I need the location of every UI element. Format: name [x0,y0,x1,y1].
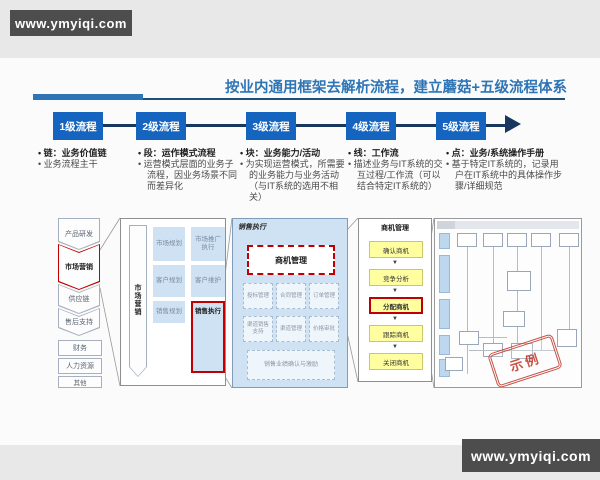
cell-customer-planning: 客户规划 [153,265,185,297]
opportunity-panel-title: 商机管理 [381,225,409,232]
level-1-heading: 链：业务价值链 [38,148,138,159]
level-2-detail: 运营模式层面的业务子流程，因业务场景不同而差异化 [138,159,240,192]
watermark-top: www.ymyiqi.com [10,10,132,36]
step-close-opportunity: 关闭商机 [369,353,423,370]
swimlane-line [467,247,468,374]
value-chain-label: 市场营销 [59,245,99,289]
level-1-description: 链：业务价值链 业务流程主干 [38,148,138,170]
down-arrow-icon: ▼ [392,288,398,294]
level-3-description: 块：业务能力/活动 为实现运营模式，所需要的业务能力与业务活动（与IT系统的选用… [240,148,348,203]
cell-customer-care: 客户维护 [191,265,225,297]
flow-arrowhead-icon [505,115,521,133]
swimlane-label [439,255,450,293]
sales-panel-title: 销售执行 [238,224,266,231]
box-channel-mgmt: 渠道管理 [276,316,306,342]
marketing-side-chevron: 市场营销 [129,225,147,377]
cell-sales-planning: 销售规划 [153,301,185,323]
cell-market-planning: 市场规划 [153,227,185,261]
box-channel-sales-support: 渠道销售支持 [243,316,273,342]
sales-execution-panel: 销售执行 商机管理 投标管理 合同管理 订单管理 渠道销售支持 渠道管理 价格审… [232,218,348,388]
marketing-side-label: 市场营销 [130,226,146,376]
level-3-box: 3级流程 [246,112,296,140]
swimlane-label [439,299,450,329]
step-confirm-opportunity: 确认商机 [369,241,423,258]
page-title: 按业内通用框架去解析流程，建立蘑菇+五级流程体系 [225,80,567,96]
mini-flow-box [503,311,525,327]
detail-flow-panel: 示例 [434,218,582,388]
down-arrow-icon: ▼ [392,344,398,350]
cell-market-promo: 市场推广执行 [191,227,225,261]
watermark-bottom: www.ymyiqi.com [462,439,600,472]
swimlane-line [517,247,518,343]
cell-sales-execution: 销售执行 [191,301,225,373]
value-chain-item-finance: 财务 [58,340,102,356]
level-2-box: 2级流程 [136,112,186,140]
swimlane-line [569,247,570,329]
role-header-box [457,233,477,247]
swimlane-label [439,335,450,355]
level-3-heading: 块：业务能力/活动 [240,148,348,159]
role-header-box [507,233,527,247]
level-4-box: 4级流程 [346,112,396,140]
slide: 按业内通用框架去解析流程，建立蘑菇+五级流程体系 1级流程 2级流程 3级流程 … [0,58,600,445]
down-arrow-icon: ▼ [392,260,398,266]
level-5-detail: 基于特定IT系统的，记录用户在IT系统中的具体操作步骤/详细规范 [446,159,564,192]
level-5-description: 点：业务/系统操作手册 基于特定IT系统的，记录用户在IT系统中的具体操作步骤/… [446,148,564,192]
value-chain-item-hr: 人力资源 [58,358,102,374]
level-1-box: 1级流程 [53,112,103,140]
mini-flow-box [459,331,479,345]
role-header-box [559,233,579,247]
swimlane-line [493,247,494,343]
level-4-heading: 线：工作流 [348,148,448,159]
level-4-description: 线：工作流 描述业务与IT系统的交互过程/工作流（可以结合特定IT系统的） [348,148,448,192]
title-accent-bar [33,94,143,100]
value-chain-item-aftersales: 售后支持 [58,308,100,336]
swimlane-label [439,233,450,249]
value-chain-item-other: 其他 [58,376,102,388]
mini-flow-line [469,350,555,351]
mini-flow-line [479,337,507,338]
role-header-box [531,233,551,247]
level-5-heading: 点：业务/系统操作手册 [446,148,564,159]
role-header-box [483,233,503,247]
marketing-panel: 市场营销 市场规划 市场推广执行 客户规划 客户维护 销售规划 销售执行 [120,218,226,386]
step-competitive-analysis: 竞争分析 [369,269,423,286]
title-underline [33,98,565,100]
box-sales-performance: 销售业绩确认与激励 [247,350,335,380]
mini-flow-box [507,271,531,291]
level-1-detail: 业务流程主干 [38,159,138,170]
swimlane-line [541,247,542,350]
swimlane-header-cell [437,221,455,229]
mini-flow-box [511,343,533,359]
swimlane-header-bar [437,221,579,229]
level-4-detail: 描述业务与IT系统的交互过程/工作流（可以结合特定IT系统的） [348,159,448,192]
level-5-box: 5级流程 [436,112,486,140]
level-3-detail: 为实现运营模式，所需要的业务能力与业务活动（与IT系统的选用不相关） [240,159,348,203]
mini-flow-box [445,357,463,371]
box-bid-mgmt: 投标管理 [243,283,273,309]
step-track-opportunity: 跟踪商机 [369,325,423,342]
box-contract-mgmt: 合同管理 [276,283,306,309]
sample-stamp: 示例 [487,333,563,387]
value-chain-label: 产品研发 [59,219,99,249]
value-chain-item-rnd: 产品研发 [58,218,100,250]
box-price-approval: 价格审批 [309,316,339,342]
level-2-heading: 段：运作模式流程 [138,148,240,159]
value-chain-item-marketing: 市场营销 [58,244,100,290]
down-arrow-icon: ▼ [392,316,398,322]
opportunity-management-box: 商机管理 [247,245,335,275]
step-assign-opportunity: 分配商机 [369,297,423,314]
level-2-description: 段：运作模式流程 运营模式层面的业务子流程，因业务场景不同而差异化 [138,148,240,192]
box-order-mgmt: 订单管理 [309,283,339,309]
opportunity-workflow-panel: 商机管理 确认商机 ▼ 竞争分析 ▼ 分配商机 ▼ 跟踪商机 ▼ 关闭商机 [358,218,432,382]
mini-flow-box [557,329,577,347]
